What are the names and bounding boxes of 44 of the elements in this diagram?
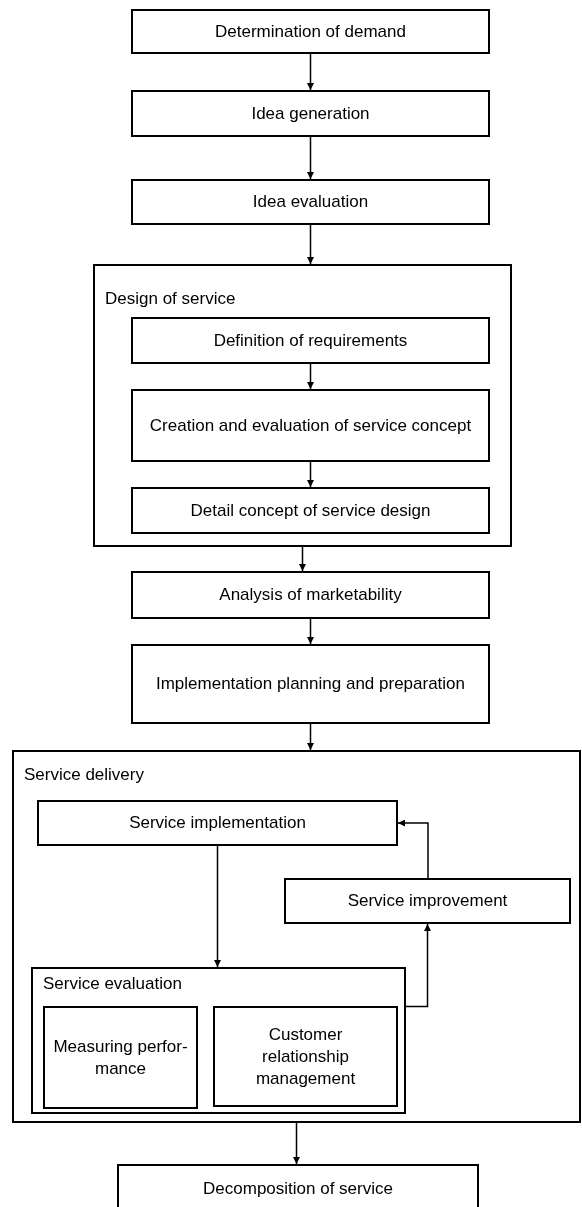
process-box xyxy=(284,878,571,924)
arrow xyxy=(307,136,314,180)
process-box xyxy=(37,800,398,846)
group-title: Service delivery xyxy=(24,764,144,786)
arrow xyxy=(307,618,314,645)
box-label: Definition of requirements xyxy=(213,329,408,352)
group-box xyxy=(12,750,581,1123)
box-label: Analysis of marketability xyxy=(219,584,402,606)
arrow xyxy=(307,723,314,751)
arrow xyxy=(307,461,314,488)
arrow xyxy=(299,546,306,572)
box-label: Detail concept of service design xyxy=(190,499,431,522)
group-box xyxy=(93,264,512,547)
arrow xyxy=(293,1122,300,1165)
process-box xyxy=(131,389,490,462)
process-box xyxy=(131,90,490,137)
box-label: Measuring perfor- mance xyxy=(53,1035,188,1080)
box-label: Decomposition of service xyxy=(203,1178,393,1200)
process-box xyxy=(131,644,490,724)
box-label: Idea generation xyxy=(251,102,370,125)
process-box xyxy=(117,1164,479,1207)
box-label: Implementation planning and preparation xyxy=(155,673,465,695)
box-label: Service improvement xyxy=(347,890,508,912)
box-label: Customer relationship management xyxy=(254,1023,357,1090)
group-title: Service evaluation xyxy=(43,973,182,995)
group-box xyxy=(31,967,406,1114)
process-box xyxy=(131,487,490,534)
group-title: Design of service xyxy=(105,288,236,310)
box-label: Creation and evaluation of service concept xyxy=(149,414,472,437)
arrow xyxy=(214,845,221,968)
process-box xyxy=(213,1006,398,1107)
arrow xyxy=(307,224,314,265)
arrow xyxy=(307,363,314,390)
arrow xyxy=(405,923,431,1008)
process-box xyxy=(131,9,490,54)
box-label: Determination of demand xyxy=(215,20,406,43)
box-label: Service implementation xyxy=(129,812,306,834)
box-label: Idea evaluation xyxy=(252,191,369,213)
arrow xyxy=(397,819,429,879)
process-box xyxy=(131,571,490,619)
process-box xyxy=(131,179,490,225)
arrow xyxy=(307,53,314,91)
process-box xyxy=(131,317,490,364)
process-box xyxy=(43,1006,198,1109)
